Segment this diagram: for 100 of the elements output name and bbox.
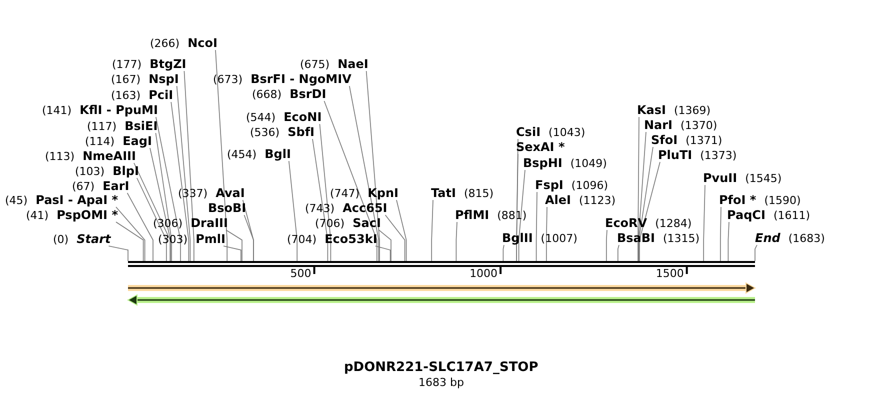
enzyme-name: BglII [502,231,533,245]
enzyme-name: BtgZI [150,57,186,71]
scale-label: 1000 [470,267,498,280]
position-number: (141) [42,104,72,117]
leader-line [728,222,730,262]
leader-line [638,146,654,262]
position-number: (704) [287,233,317,246]
position-number: (1683) [788,232,825,245]
leader-line [184,70,194,262]
sequence-length: 1683 bp [418,376,464,389]
leader-line [155,132,172,262]
position-number: (881) [497,209,527,222]
enzyme-name: BlpI [112,164,139,178]
enzyme-name: Eco53kI [324,232,378,246]
position-number: (1373) [700,149,737,162]
position-number: (163) [111,89,141,102]
position-number: (1370) [680,119,718,132]
position-number: (113) [45,150,75,163]
position-number: (1007) [540,232,578,245]
leader-line [324,100,378,262]
enzyme-name: SacI [352,216,381,230]
enzyme-name: EcoRV [605,216,648,230]
leader-line [374,246,391,262]
leader-line [244,214,254,262]
leader-line [431,200,434,262]
enzyme-name: TatI [431,186,456,200]
sequence-end-label: End [755,231,780,245]
enzyme-name: BsiEI [124,119,158,133]
leader-line [639,162,660,262]
enzyme-name: PspOMI * [56,208,118,222]
position-number: (1096) [571,179,608,192]
position-number: (41) [26,209,49,222]
position-number: (67) [72,180,95,193]
position-number: (668) [252,88,282,101]
enzyme-name: PasI - ApaI * [36,193,118,207]
position-number: (117) [87,120,117,133]
enzyme-name: BsrFI - NgoMIV [250,72,352,86]
enzyme-name: CsiI [516,125,541,139]
enzyme-name: BspHI [523,156,562,170]
leader-line [546,206,548,262]
position-number: (1049) [570,157,607,170]
position-number: (167) [111,73,141,86]
leader-line [116,222,144,262]
position-number: (1043) [548,126,586,139]
leader-line [378,230,392,262]
enzyme-name: BsoBI [208,201,246,215]
leader-line [176,86,191,262]
leader-line [638,132,646,262]
leader-line [536,192,538,262]
position-number: (1369) [674,104,711,117]
sequence-end-label: Start [76,232,111,246]
leader-line [134,162,170,262]
position-number: (454) [227,148,257,161]
position-number: (1611) [773,209,810,222]
enzyme-name: PaqCI [727,208,766,222]
enzyme-name: Acc65I [342,201,388,215]
enzyme-name: EarI [102,179,130,193]
leader-line [349,86,380,262]
position-number: (743) [305,202,335,215]
leader-line [366,70,380,262]
position-number: (815) [464,187,494,200]
enzyme-name: NcoI [188,36,218,50]
scale-label: 1500 [656,267,684,280]
enzyme-name: PmlI [196,232,226,246]
leader-line [396,200,407,262]
position-number: (266) [150,37,180,50]
enzyme-name: KflI - PpuMI [80,103,158,117]
position-number: (1123) [579,194,616,207]
position-number: (1315) [663,232,700,245]
enzyme-name: DraIII [190,216,228,230]
leader-line [606,230,608,262]
position-number: (1545) [745,172,782,185]
enzyme-name: SexAI * [516,140,565,154]
scale-label: 500 [290,267,312,280]
enzyme-name: BsaBI [617,231,655,245]
leader-line [618,244,620,262]
leader-line [150,148,171,262]
enzyme-name: NmeAIII [82,149,136,163]
leader-line [703,184,706,262]
position-number: (1371) [686,134,722,147]
enzyme-name: AleI [545,193,572,207]
position-number: (0) [53,233,69,246]
enzyme-name: AvaI [216,186,245,200]
leader-line [312,138,328,262]
position-number: (1590) [764,194,801,207]
enzyme-name: SbfI [288,125,315,139]
leader-line [215,50,228,262]
enzyme-name: EcoNI [284,110,322,124]
position-number: (306) [153,217,183,230]
dna-backbone [128,261,755,267]
position-number: (544) [246,111,276,124]
enzyme-name: PflMI [455,208,490,222]
leader-line [108,246,128,262]
position-number: (303) [158,233,188,246]
enzyme-name: PciI [148,88,174,102]
position-number: (673) [213,73,243,86]
position-number: (177) [112,58,142,71]
position-number: (706) [315,217,345,230]
leader-line [288,160,298,262]
enzyme-name: EagI [122,134,152,148]
